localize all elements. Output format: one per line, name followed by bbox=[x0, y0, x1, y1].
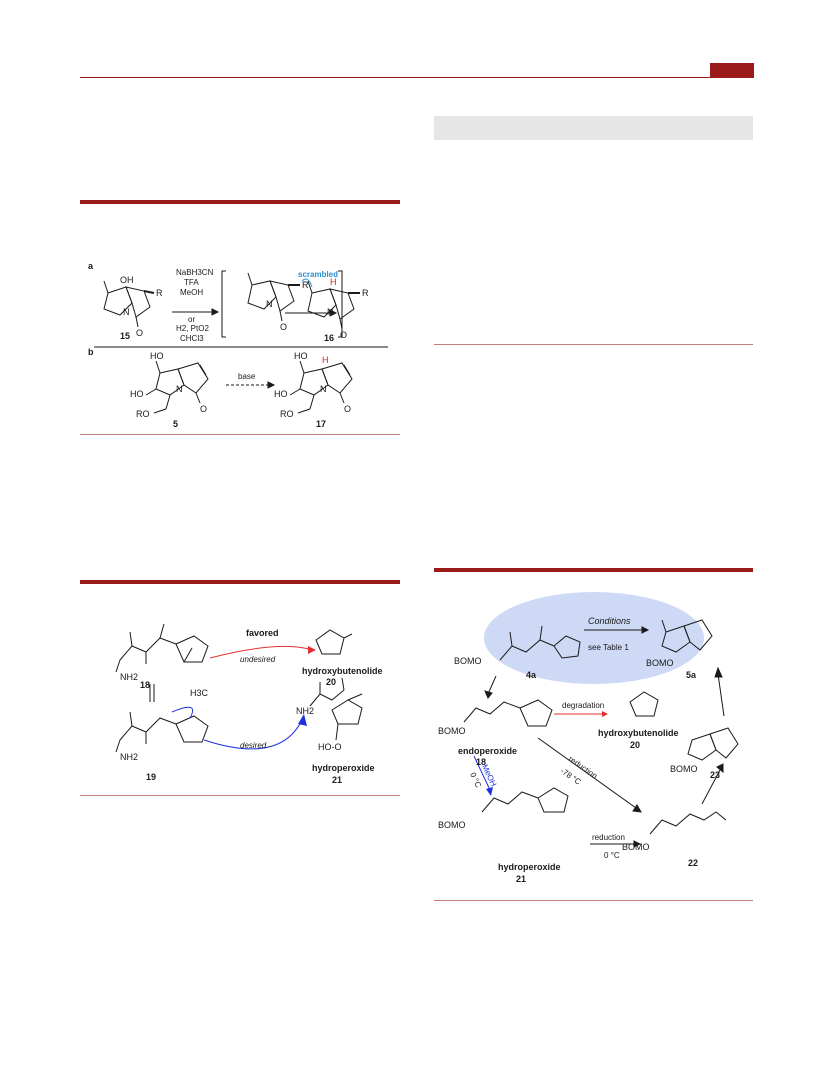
cmpd20-label: 20 bbox=[630, 740, 640, 750]
reagent-4: or bbox=[188, 315, 195, 324]
cmpd16-h: H bbox=[330, 277, 337, 287]
cmpd22-label: 22 bbox=[688, 858, 698, 868]
header-rule bbox=[80, 77, 754, 78]
page-number-tab bbox=[710, 63, 754, 77]
cmpd5-ho-top: HO bbox=[150, 351, 164, 361]
see-table-label: see Table 1 bbox=[588, 643, 629, 652]
scheme-top-bottom-rule bbox=[80, 434, 400, 435]
scheme-top: a b OH N R O 15 NaBH3CN TFA MeOH or H2, … bbox=[88, 261, 388, 429]
temp-label-2: 0 °C bbox=[604, 851, 620, 860]
cmpd21-hooh: HO-O bbox=[318, 742, 342, 752]
table-bottom-rule bbox=[434, 344, 753, 345]
cmpd17-n: N bbox=[320, 384, 327, 394]
cmpd21-label: 21 bbox=[332, 775, 342, 785]
cmpd16-label: 16 bbox=[324, 333, 334, 343]
cmpd5a-label: 5a bbox=[686, 670, 697, 680]
favored-label: favored bbox=[246, 628, 279, 638]
cmpd17-ro: RO bbox=[280, 409, 294, 419]
iminium-r: R bbox=[302, 280, 309, 290]
panel-a-label: a bbox=[88, 261, 94, 271]
cmpd19-label: 19 bbox=[146, 772, 156, 782]
desired-label: desired bbox=[240, 741, 267, 750]
iminium-ring-left bbox=[247, 280, 277, 310]
cmpd15-o: O bbox=[136, 328, 143, 338]
cmpd15-ring-right bbox=[125, 286, 151, 318]
cmpd21-bomo: BOMO bbox=[438, 820, 466, 830]
cmpd21-label: 21 bbox=[516, 874, 526, 884]
cmpd19-nh2: NH2 bbox=[120, 752, 138, 762]
cmpd5a-bomo: BOMO bbox=[646, 658, 674, 668]
cmpd18-label: 18 bbox=[140, 680, 150, 690]
cmpd15-oh: OH bbox=[120, 275, 134, 285]
cmpd5-o: O bbox=[200, 404, 207, 414]
iminium-n: N bbox=[266, 299, 273, 309]
table-header-bar bbox=[434, 116, 753, 140]
hydroperoxide-label: hydroperoxide bbox=[312, 763, 375, 773]
cmpd17-h: H bbox=[322, 355, 329, 365]
cmpd16-ring-right bbox=[329, 288, 355, 320]
panel-b-label: b bbox=[88, 347, 94, 357]
cmpd5-label: 5 bbox=[173, 419, 178, 429]
undesired-label: undesired bbox=[240, 655, 276, 664]
scheme-right-rule bbox=[434, 568, 753, 572]
reagent-2: TFA bbox=[184, 278, 199, 287]
cmpd5-ho-left: HO bbox=[130, 389, 144, 399]
cmpd5-n: N bbox=[176, 384, 183, 394]
cmpd5-ro: RO bbox=[136, 409, 150, 419]
scheme-right-bottom-rule bbox=[434, 900, 753, 901]
cmpd20-label: 20 bbox=[326, 677, 336, 687]
cmpd16-o: O bbox=[340, 330, 347, 340]
cmpd17-o: O bbox=[344, 404, 351, 414]
reduction-label-2: reduction bbox=[592, 833, 625, 842]
conditions-label: Conditions bbox=[588, 616, 631, 626]
cmpd21-nh2: NH2 bbox=[296, 706, 314, 716]
reagent-3: MeOH bbox=[180, 288, 203, 297]
iminium-o: O bbox=[280, 322, 287, 332]
cmpd15-r: R bbox=[156, 288, 163, 298]
cmpd18-label: 18 bbox=[476, 757, 486, 767]
endoperoxide-label: endoperoxide bbox=[458, 746, 517, 756]
cmpd18-nh2: NH2 bbox=[120, 672, 138, 682]
reagent-5: H2, PtO2 bbox=[176, 324, 209, 333]
scheme-right: Conditions see Table 1 BOMO 4a BOMO 5a d… bbox=[438, 592, 739, 884]
highlight-ellipse bbox=[484, 592, 704, 684]
cmpd15-n: N bbox=[123, 307, 130, 317]
reagent-1: NaBH3CN bbox=[176, 268, 214, 277]
cmpd16-r: R bbox=[362, 288, 369, 298]
hydroxybutenolide-label: hydroxybutenolide bbox=[598, 728, 679, 738]
cmpd23-bomo: BOMO bbox=[670, 764, 698, 774]
hydroperoxide-label: hydroperoxide bbox=[498, 862, 561, 872]
iminium-ring-right bbox=[269, 280, 295, 312]
reagent-6: CHCl3 bbox=[180, 334, 204, 343]
scheme-mid-bottom-rule bbox=[80, 795, 400, 796]
cmpd17-ho-left: HO bbox=[274, 389, 288, 399]
cmpd4a-bomo: BOMO bbox=[454, 656, 482, 666]
cmpd4a-label: 4a bbox=[526, 670, 537, 680]
degradation-label: degradation bbox=[562, 701, 604, 710]
cmpd22-bomo: BOMO bbox=[622, 842, 650, 852]
cmpd16-n: N bbox=[327, 307, 334, 317]
hydroxybutenolide-label: hydroxybutenolide bbox=[302, 666, 383, 676]
cmpd23-label: 23 bbox=[710, 770, 720, 780]
cmpd18-bomo: BOMO bbox=[438, 726, 466, 736]
base-label: base bbox=[238, 372, 256, 381]
cmpd16-ring-left bbox=[307, 288, 337, 318]
cmpd17-ho-top: HO bbox=[294, 351, 308, 361]
temp-label-0: 0 °C bbox=[468, 771, 483, 789]
cmpd17-label: 17 bbox=[316, 419, 326, 429]
scrambled-label: scrambled bbox=[298, 270, 338, 279]
h3c-label: H3C bbox=[190, 688, 209, 698]
scheme-top-rule bbox=[80, 200, 400, 204]
scheme-mid-rule bbox=[80, 580, 400, 584]
scheme-mid: favored undesired desired hydroxybutenol… bbox=[115, 623, 383, 785]
cmpd15-ring-left bbox=[103, 286, 133, 316]
cmpd15-label: 15 bbox=[120, 331, 130, 341]
